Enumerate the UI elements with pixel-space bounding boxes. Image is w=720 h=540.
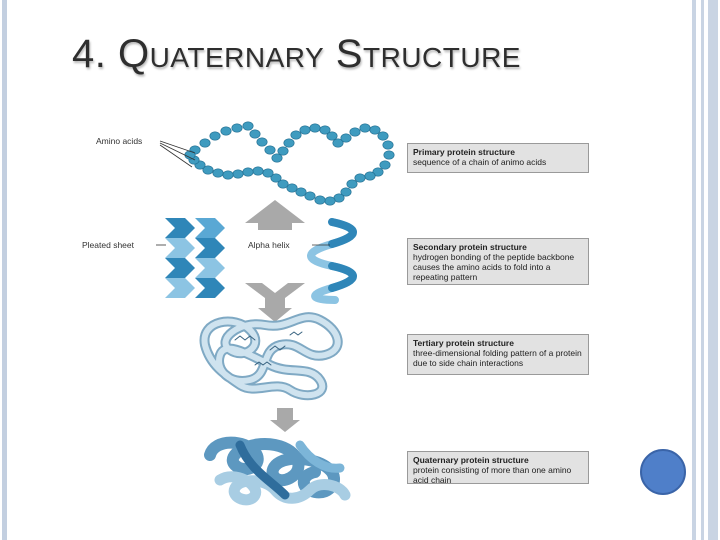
- arrow-up: [245, 200, 305, 230]
- amino-acid-bead: [315, 196, 325, 204]
- amino-acid-bead: [355, 174, 365, 182]
- secondary-structure-box: Secondary protein structure hydrogen bon…: [407, 238, 589, 285]
- primary-structure-box: Primary protein structure sequence of a …: [407, 143, 589, 173]
- amino-acid-bead: [253, 167, 263, 175]
- quaternary-structure-shape: [210, 443, 345, 500]
- amino-acid-bead: [243, 168, 253, 176]
- amino-acid-bead: [310, 124, 320, 132]
- amino-acid-bead: [360, 124, 370, 132]
- alpha-helix-shape: [311, 222, 353, 300]
- amino-acid-bead: [300, 126, 310, 134]
- amino-acid-bead: [210, 132, 220, 140]
- amino-acid-bead: [305, 192, 315, 200]
- amino-acid-bead: [296, 188, 306, 196]
- primary-structure-title: Primary protein structure: [413, 147, 583, 157]
- amino-acid-bead: [341, 134, 351, 142]
- amino-acid-bead: [223, 171, 233, 179]
- tertiary-structure-box: Tertiary protein structure three-dimensi…: [407, 334, 589, 375]
- amino-acid-bead: [287, 184, 297, 192]
- amino-acid-bead: [265, 146, 275, 154]
- amino-acid-bead: [278, 147, 288, 155]
- amino-acid-bead: [383, 141, 393, 149]
- amino-acid-bead: [350, 128, 360, 136]
- amino-acid-bead: [213, 169, 223, 177]
- amino-acid-bead: [257, 138, 267, 146]
- arrow-down: [270, 408, 300, 432]
- amino-acid-bead: [233, 170, 243, 178]
- amino-acid-bead: [325, 197, 335, 205]
- amino-acid-bead: [384, 151, 394, 159]
- quaternary-structure-box: Quaternary protein structure protein con…: [407, 451, 589, 484]
- amino-acid-bead: [370, 126, 380, 134]
- tertiary-structure-title: Tertiary protein structure: [413, 338, 583, 348]
- alpha-helix-label: Alpha helix: [248, 240, 290, 250]
- quaternary-structure-text: protein consisting of more than one amin…: [413, 465, 571, 485]
- amino-acid-bead: [291, 131, 301, 139]
- quaternary-structure-title: Quaternary protein structure: [413, 455, 583, 465]
- amino-acid-bead: [365, 172, 375, 180]
- pleated-sheet-label: Pleated sheet: [82, 240, 134, 250]
- amino-acid-bead: [250, 130, 260, 138]
- amino-acids-label: Amino acids: [96, 136, 142, 146]
- amino-acid-bead: [380, 161, 390, 169]
- primary-structure-text: sequence of a chain of animo acids: [413, 157, 546, 167]
- amino-acid-bead: [263, 169, 273, 177]
- amino-acid-bead: [200, 139, 210, 147]
- secondary-structure-title: Secondary protein structure: [413, 242, 583, 252]
- amino-acid-bead: [243, 122, 253, 130]
- amino-acid-bead: [347, 180, 357, 188]
- amino-acid-bead: [378, 132, 388, 140]
- amino-acid-chain: [185, 122, 394, 205]
- amino-acid-bead: [221, 127, 231, 135]
- amino-acid-bead: [232, 124, 242, 132]
- amino-acid-bead: [284, 139, 294, 147]
- accent-circle: [640, 449, 686, 495]
- tertiary-structure-shape: [205, 317, 338, 395]
- secondary-structure-text: hydrogen bonding of the peptide backbone…: [413, 252, 574, 282]
- tertiary-structure-text: three-dimensional folding pattern of a p…: [413, 348, 582, 368]
- pleated-sheet-shape: [165, 218, 225, 298]
